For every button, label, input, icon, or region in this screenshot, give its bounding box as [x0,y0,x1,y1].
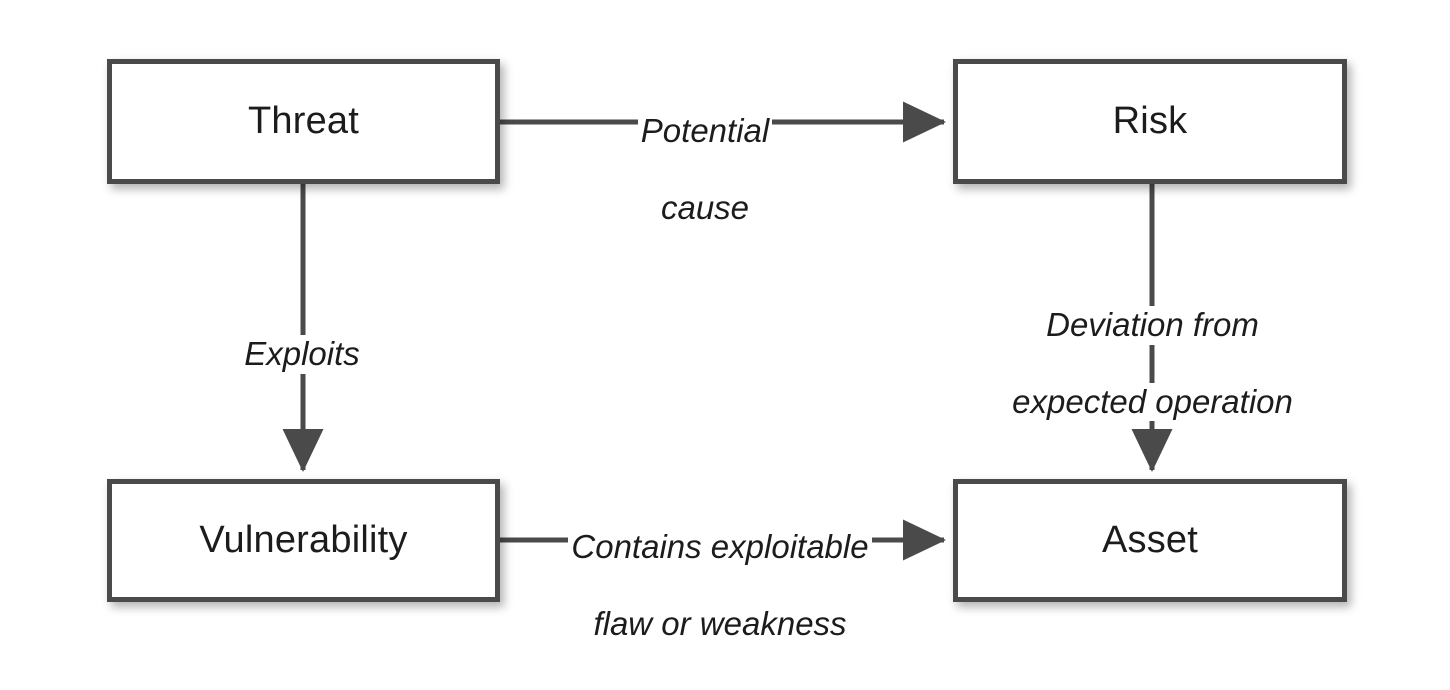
node-risk-label: Risk [1112,99,1188,142]
edge-label-line-1: Deviation from [1043,306,1262,345]
edge-label-line-1: Contains exploitable [568,528,872,567]
edge-label-line-2: expected operation [1009,382,1296,422]
edge-label-line-2: cause [657,188,753,228]
node-vulnerability-label: Vulnerability [199,518,408,561]
node-asset-label: Asset [1101,518,1199,561]
edge-label-line-2: flaw or weakness [590,604,850,644]
node-risk[interactable]: Risk [953,59,1347,184]
edge-label-risk-to-asset: Deviation from expected operation [960,268,1345,422]
edge-label-threat-to-vulnerability: Exploits [182,297,422,374]
node-vulnerability[interactable]: Vulnerability [107,479,500,602]
edge-label-line-1: Potential [637,112,773,151]
node-threat[interactable]: Threat [107,59,500,184]
node-threat-label: Threat [247,99,360,142]
edge-label-vulnerability-to-asset: Contains exploitable flaw or weakness [520,490,920,644]
edge-label-line-1: Exploits [241,335,363,374]
node-asset[interactable]: Asset [953,479,1347,602]
edge-label-threat-to-risk: Potential cause [540,74,870,228]
